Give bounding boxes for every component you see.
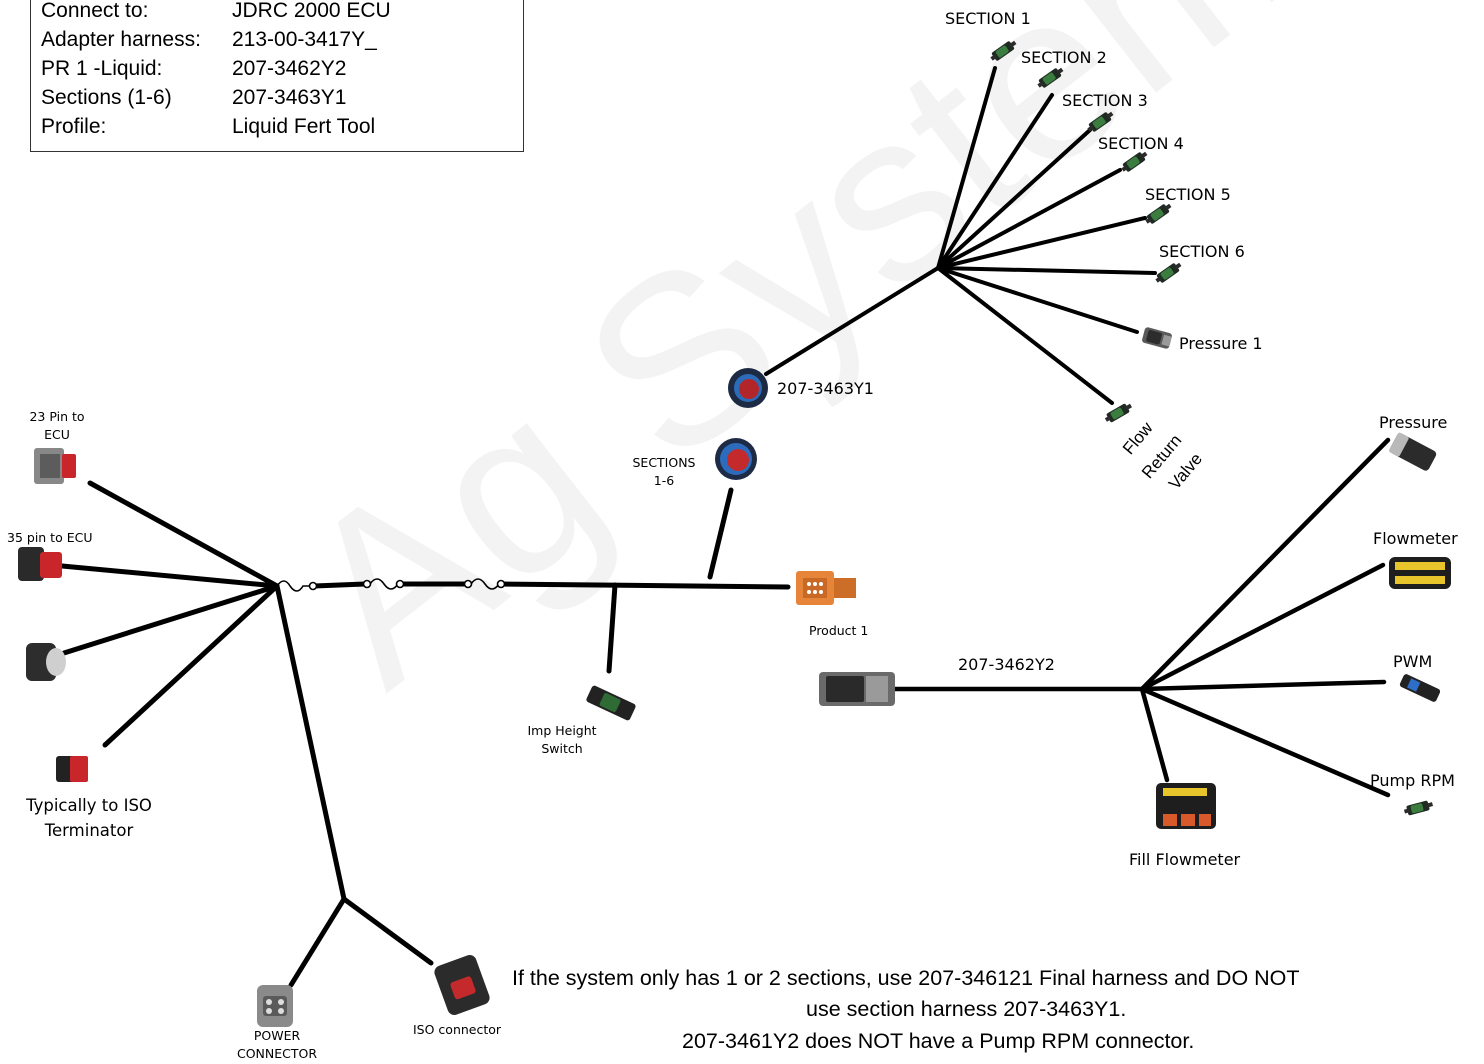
label-flowmeter: Flowmeter [1373, 529, 1458, 548]
label-line: 23 Pin to [29, 409, 85, 424]
label-line: Switch [541, 741, 583, 757]
label-pwm: PWM [1393, 652, 1433, 671]
round-16-pin-connector-icon [715, 438, 757, 480]
power-connector-icon [257, 985, 293, 1027]
info-box: Connect to: JDRC 2000 ECU Adapter harnes… [30, 0, 524, 152]
liquid-harness-wires [890, 437, 1391, 798]
three-pin-weatherpack-connector-icon [1153, 260, 1184, 286]
info-value: JDRC 2000 ECU [232, 0, 391, 22]
wire-iso-connector [341, 896, 434, 966]
note-line-1: If the system only has 1 or 2 sections, … [512, 966, 1300, 990]
label-section-5: SECTION 5 [1145, 185, 1231, 204]
three-pin-weatherpack-connector-icon [1085, 109, 1116, 135]
pump-rpm-connector-icon [1403, 799, 1434, 817]
label-line: 1-6 [653, 473, 675, 489]
label-line: ECU [44, 427, 70, 443]
label-imp-height-switch: Imp Height Switch [523, 722, 601, 758]
info-value: 207-3463Y1 [232, 86, 347, 109]
wire-trunk-down [274, 583, 347, 902]
note-line-2: use section harness 207-3463Y1. [806, 997, 1127, 1021]
label-power-connector: POWER CONNECTOR [231, 1027, 323, 1063]
label-section-harness: 207-3463Y1 [777, 379, 874, 398]
label-section-2: SECTION 2 [1021, 48, 1107, 67]
label-sections-1-6: SECTIONS 1-6 [631, 454, 697, 490]
three-pin-weatherpack-connector-icon [1035, 65, 1066, 91]
section-harness-wires [764, 66, 1157, 405]
label-line: Imp Height [527, 723, 597, 738]
product-1-deutsch-connector-icon [796, 571, 856, 605]
label-product-1: Product 1 [809, 623, 869, 638]
label-line: Typically to ISO [26, 796, 152, 815]
three-pin-weatherpack-connector-icon [988, 38, 1019, 64]
wire-main-3 [497, 581, 791, 590]
main-harness-wires [59, 480, 791, 988]
label-pressure: Pressure [1379, 413, 1448, 432]
liquid-harness-deutsch-connector-icon [819, 672, 895, 706]
info-value: Liquid Fert Tool [232, 115, 376, 138]
35-pin-ecu-connector-icon [18, 547, 62, 581]
three-pin-weatherpack-connector-icon [1143, 201, 1174, 227]
label-iso-terminator: Typically to ISO Terminator [18, 794, 160, 844]
wire-23pin [87, 480, 280, 589]
wire-35pin [59, 563, 280, 589]
label-section-1: SECTION 1 [945, 9, 1031, 28]
label-23-pin: 23 Pin to ECU [24, 408, 90, 444]
iso-connector-icon [434, 955, 490, 1015]
wire-imp-height [606, 582, 618, 674]
label-35-pin: 35 pin to ECU [7, 530, 93, 545]
wire-main-1 [311, 581, 368, 589]
info-key: Profile: [41, 115, 107, 138]
fuse-symbols [276, 578, 506, 592]
label-pressure-1: Pressure 1 [1179, 334, 1263, 353]
label-section-3: SECTION 3 [1062, 91, 1148, 110]
info-value: 207-3462Y2 [232, 57, 347, 80]
info-key: Adapter harness: [41, 28, 201, 51]
info-value: 213-00-3417Y_ [232, 28, 377, 51]
info-key: PR 1 -Liquid: [41, 57, 163, 80]
23-pin-ecu-connector-icon [34, 448, 76, 484]
pwm-connector-icon [1399, 674, 1441, 702]
label-line: Terminator [44, 820, 134, 840]
gray-connector-icon [26, 643, 66, 681]
label-line: SECTIONS [632, 455, 696, 470]
wire-power [288, 896, 347, 988]
label-section-4: SECTION 4 [1098, 134, 1184, 153]
wire-iso-terminator [102, 583, 280, 748]
label-line: CONNECTOR [236, 1046, 318, 1062]
round-16-pin-connector-icon [728, 368, 768, 408]
fill-flowmeter-connector-icon [1156, 783, 1216, 829]
pressure-sensor-connector-icon [1389, 432, 1437, 471]
pressure-1-connector-icon [1141, 326, 1173, 350]
label-fill-flowmeter: Fill Flowmeter [1129, 850, 1241, 869]
flowmeter-connector-icon [1389, 557, 1451, 589]
iso-terminator-connector-icon [56, 756, 88, 782]
info-key: Connect to: [41, 0, 149, 22]
label-line: POWER [253, 1028, 301, 1043]
info-key: Sections (1-6) [41, 86, 172, 109]
label-section-6: SECTION 6 [1159, 242, 1245, 261]
label-liquid-harness: 207-3462Y2 [958, 655, 1055, 674]
wire-sections [707, 487, 734, 580]
wire-gray-connector [61, 583, 280, 656]
note-line-3: 207-3461Y2 does NOT have a Pump RPM conn… [682, 1029, 1195, 1053]
flow-return-valve-connector-icon [1103, 401, 1134, 425]
imp-height-switch-connector-icon [586, 685, 636, 721]
label-pump-rpm: Pump RPM [1370, 771, 1455, 790]
label-iso-connector: ISO connector [413, 1022, 502, 1037]
